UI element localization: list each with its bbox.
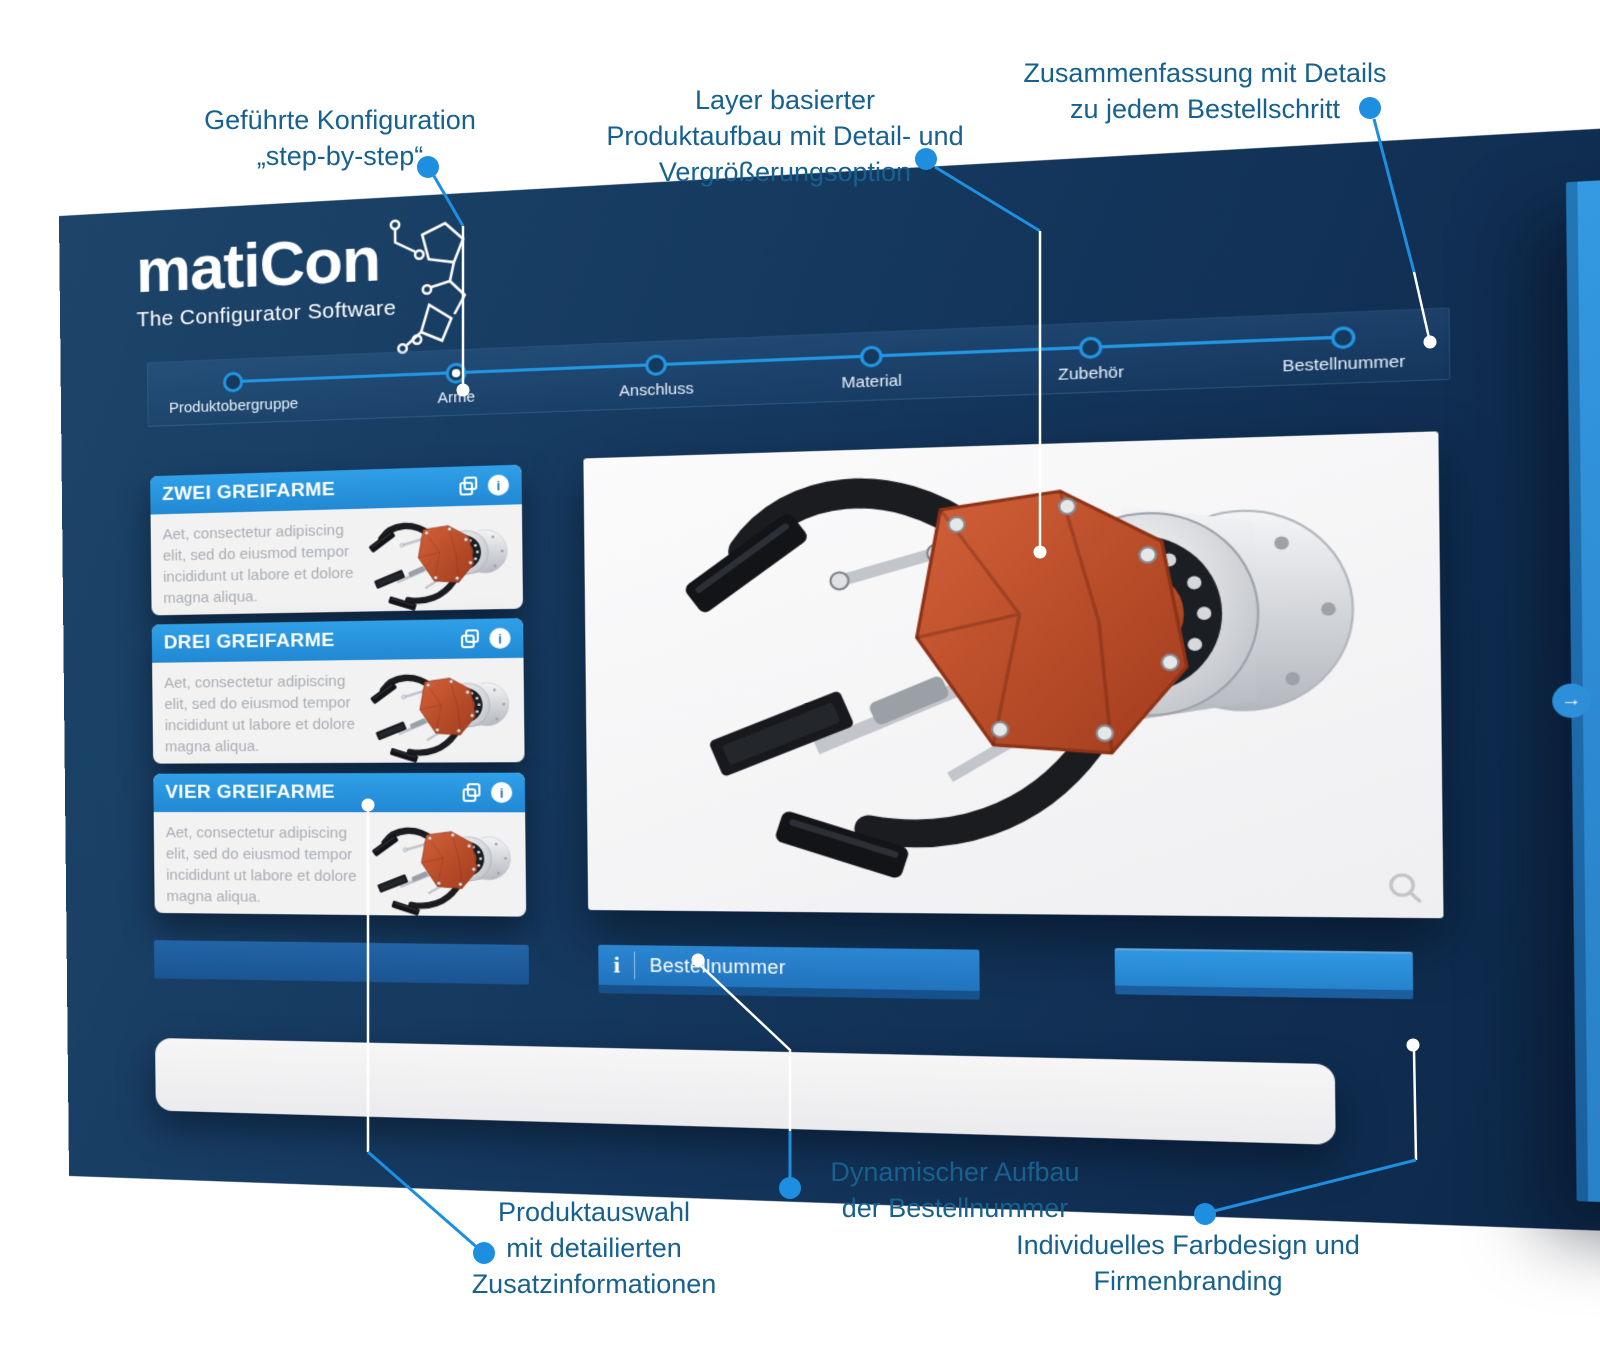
callout-line: Firmenbranding [998,1263,1378,1299]
order-number-output-bar [155,1038,1336,1145]
step-dot-active[interactable] [446,362,467,384]
card-description: Aet, consectetur adipiscing elit, sed do… [166,822,359,917]
configurator-panel: matiCon The Configurator Software [59,103,1600,1247]
callout-summary: Zusammenfassung mit Details zu jedem Bes… [990,55,1420,127]
step-produktobergruppe[interactable]: Produktobergruppe [138,368,330,418]
product-card-zwei-greifarme[interactable]: ZWEI GREIFARME i Aet, consectetur adipis… [150,465,523,616]
summary-sidebar: ZUSAMMENFASSUNG → Bestellnummer GR... Pr… [1566,159,1600,1215]
order-number-label: Bestellnummer [649,954,786,978]
callout-line: Zusatzinformationen [429,1266,759,1302]
info-icon[interactable]: i [488,474,509,495]
card-header: DREI GREIFARME i [152,618,524,663]
layers-icon[interactable] [460,628,481,649]
step-bestellnummer[interactable]: Bestellnummer [1227,322,1461,378]
callout-line: Zusammenfassung mit Details [990,55,1420,91]
gripper-thumbnail [362,822,516,916]
step-label: Produktobergruppe [169,395,298,417]
next-action-bar[interactable] [1115,948,1414,999]
callout-line: der Bestellnummer [810,1190,1100,1226]
step-dot[interactable] [223,372,243,393]
order-number-bar[interactable]: i Bestellnummer [598,945,980,1000]
gripper-thumbnail [359,515,513,615]
callout-line: Produktauswahl [429,1194,759,1230]
callout-line: zu jedem Bestellschritt [990,91,1420,127]
step-label: Arme [437,388,475,407]
card-header: VIER GREIFARME i [153,773,525,813]
step-label: Bestellnummer [1282,352,1405,376]
step-dot[interactable] [645,354,667,376]
callout-line: Dynamischer Aufbau [810,1154,1100,1190]
card-description: Aet, consectetur adipiscing elit, sed do… [164,670,357,763]
step-dot[interactable] [1079,336,1103,359]
card-title: DREI GREIFARME [164,627,460,654]
info-icon: i [613,951,620,978]
callout-line: Produktaufbau mit Detail- und [585,118,985,154]
secondary-action-bar[interactable] [154,940,529,985]
layers-icon[interactable] [461,782,482,803]
callout-guided-configuration: Geführte Konfiguration „step-by-step“ [140,102,540,174]
circuit-icon [380,213,473,356]
magnifier-icon[interactable] [1386,870,1424,904]
step-anschluss[interactable]: Anschluss [553,350,760,402]
step-dot[interactable] [1331,326,1356,349]
product-viewer[interactable] [583,431,1443,918]
summary-vertical-label: ZUSAMMENFASSUNG [1594,214,1600,589]
callout-line: Individuelles Farbdesign und [998,1227,1378,1263]
gripper-render [604,439,1420,911]
info-icon[interactable]: i [491,782,512,803]
callout-line: Vergrößerungsoption [585,154,985,190]
step-arme[interactable]: Arme [357,359,557,410]
info-icon[interactable]: i [489,628,510,649]
step-label: Material [841,372,902,393]
callout-line: mit detailierten [429,1230,759,1266]
callout-product-selection: Produktauswahl mit detailierten Zusatzin… [429,1194,759,1302]
step-dot[interactable] [860,345,883,367]
step-label: Zubehör [1058,363,1124,384]
product-card-vier-greifarme[interactable]: VIER GREIFARME i Aet, consectetur adipis… [153,773,526,917]
gripper-thumbnail [360,668,514,763]
sidebar-collapse-button[interactable]: → [1552,683,1591,718]
callout-branding: Individuelles Farbdesign und Firmenbrand… [998,1227,1378,1299]
card-title: ZWEI GREIFARME [162,475,458,506]
callout-line: Geführte Konfiguration [140,102,540,138]
divider [634,952,635,979]
callout-line: „step-by-step“ [140,138,540,174]
layers-icon[interactable] [458,475,479,496]
card-title: VIER GREIFARME [165,781,461,804]
step-zubehoer[interactable]: Zubehör [980,332,1204,387]
callout-line: Layer basierter [585,82,985,118]
step-material[interactable]: Material [765,341,981,395]
product-card-drei-greifarme[interactable]: DREI GREIFARME i Aet, consectetur adipis… [152,618,525,764]
callout-dynamic-order-number: Dynamischer Aufbau der Bestellnummer [810,1154,1100,1226]
callout-layer-product-view: Layer basierter Produktaufbau mit Detail… [585,82,985,190]
card-description: Aet, consectetur adipiscing elit, sed do… [163,519,356,615]
step-label: Anschluss [619,380,694,401]
